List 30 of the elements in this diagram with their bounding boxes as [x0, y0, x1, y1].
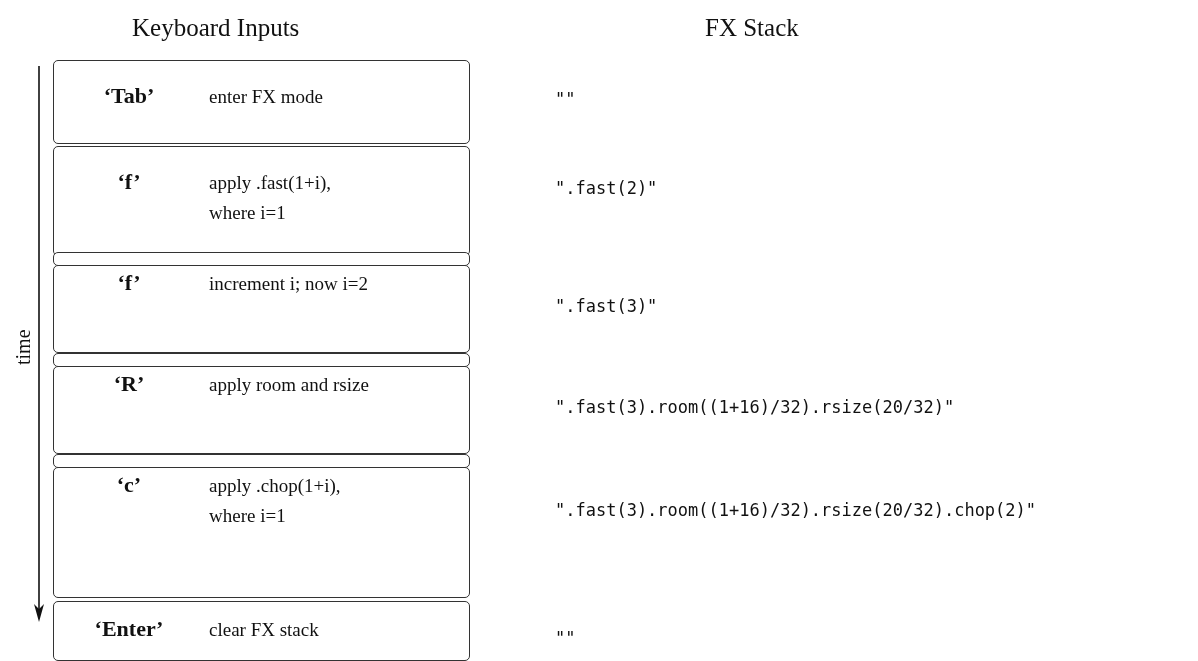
action-description: enter FX mode	[209, 85, 324, 109]
stack-string: ".fast(2)"	[555, 178, 658, 198]
key-name: ‘f’	[116, 169, 142, 195]
key-name: ‘R’	[112, 371, 146, 397]
stack-string: ""	[555, 628, 576, 648]
action-description: increment i; now i=2	[209, 272, 369, 296]
stack-string: ".fast(3).room((1+16)/32).rsize(20/32).chop(2)"	[555, 500, 1037, 520]
step-box	[53, 467, 470, 598]
stack-string: ".fast(3)"	[555, 296, 658, 316]
key-name: ‘c’	[115, 472, 143, 498]
key-name: ‘Tab’	[102, 83, 156, 109]
divider-bar	[53, 252, 470, 266]
stack-string: ".fast(3).room((1+16)/32).rsize(20/32)"	[555, 397, 955, 417]
axis-label: time	[12, 329, 35, 365]
action-description: apply .fast(1+i), where i=1	[209, 171, 333, 225]
action-description: apply .chop(1+i), where i=1	[209, 474, 342, 528]
key-name: ‘f’	[116, 270, 142, 296]
divider-bar	[53, 353, 470, 367]
step-box	[53, 265, 470, 353]
stack-string: ""	[555, 89, 576, 109]
action-description: clear FX stack	[209, 618, 320, 642]
column-heading: Keyboard Inputs	[132, 14, 300, 42]
step-box	[53, 60, 470, 144]
action-description: apply room and rsize	[209, 373, 370, 397]
divider-bar	[53, 454, 470, 468]
step-box	[53, 146, 470, 256]
step-box	[53, 366, 470, 454]
step-box	[53, 601, 470, 661]
column-heading: FX Stack	[705, 14, 799, 42]
key-name: ‘Enter’	[93, 616, 165, 642]
